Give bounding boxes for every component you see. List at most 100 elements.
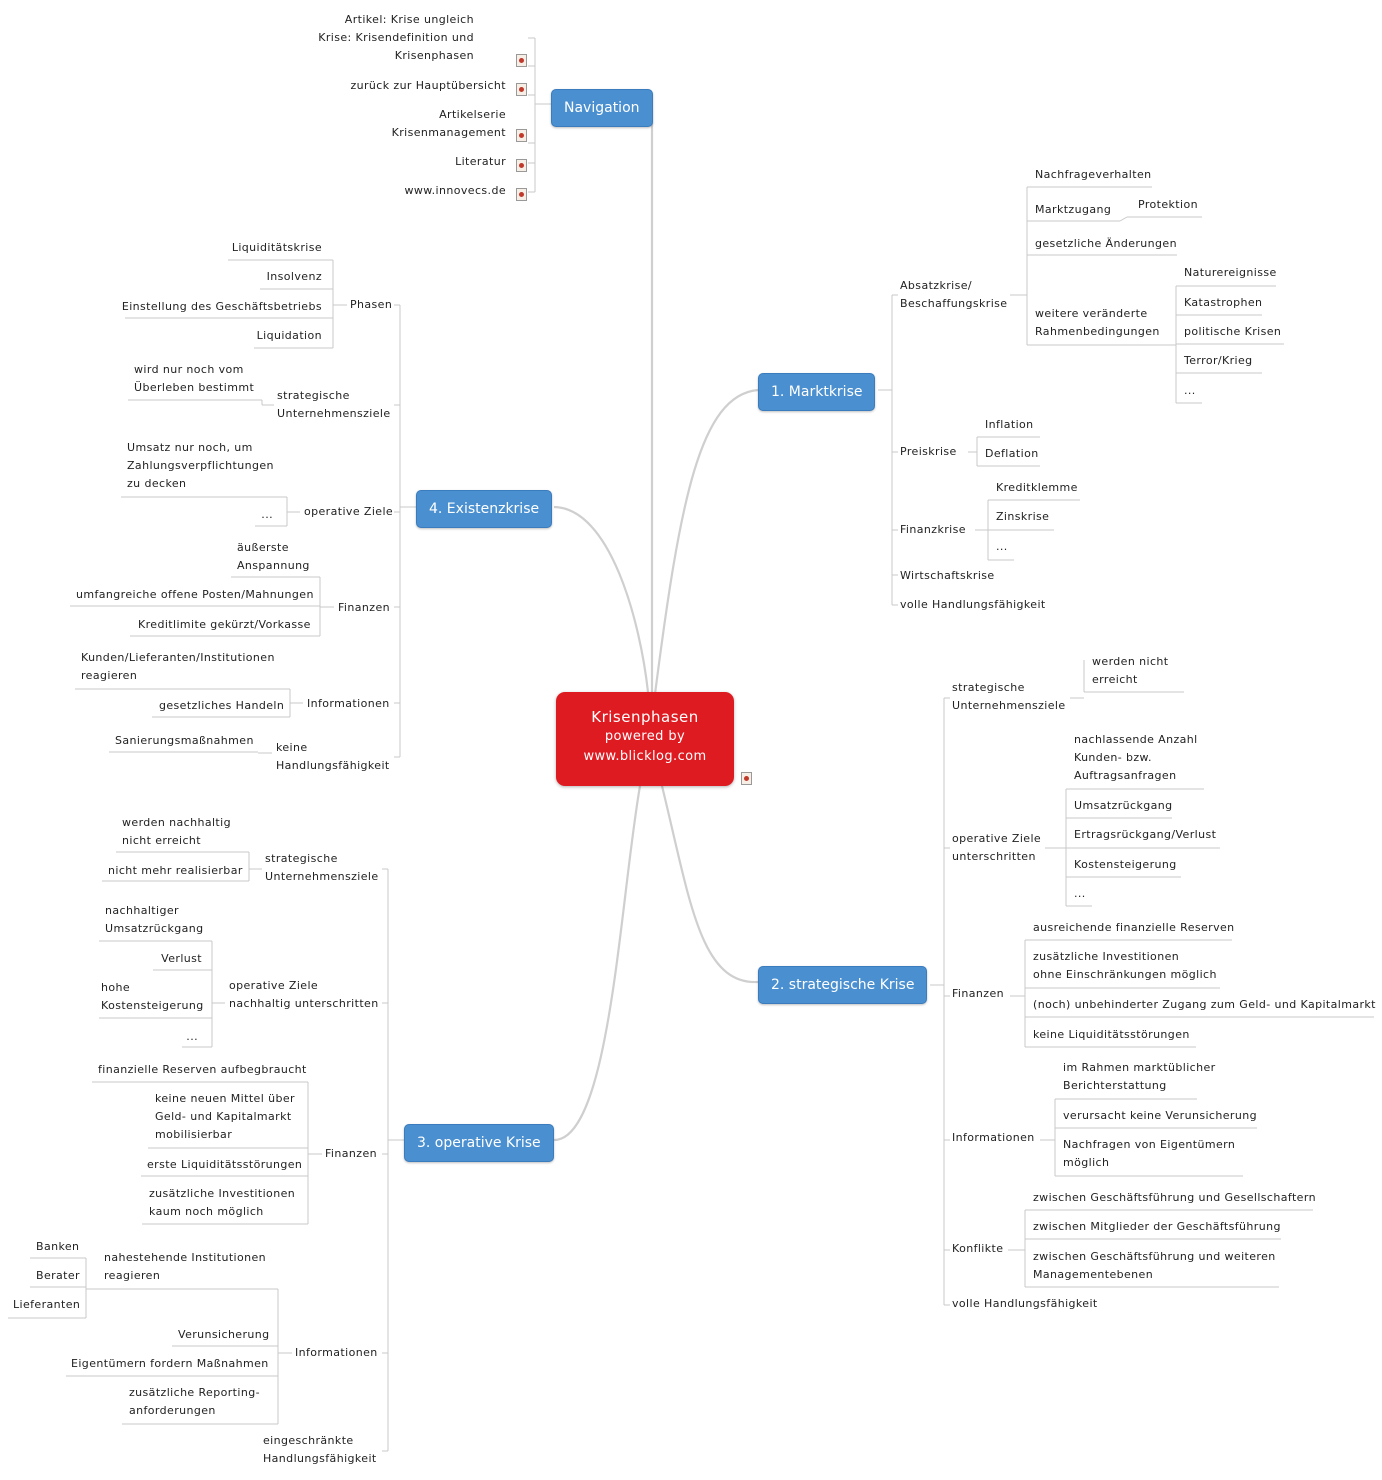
topic-liquidation[interactable]: Liquidation	[256, 329, 322, 342]
link-icon[interactable]	[516, 188, 527, 201]
nav-item-innovecs[interactable]: www.innovecs.de	[404, 184, 506, 197]
note-icon[interactable]	[741, 772, 752, 785]
topic-berater[interactable]: Berater	[36, 1269, 80, 1282]
topic-absatzkrise[interactable]: Absatzkrise/Beschaffungskrise	[900, 279, 1008, 310]
topic-keine-liquiditaetsstoerungen[interactable]: keine Liquiditätsstörungen	[1033, 1028, 1190, 1041]
topic-volle-handlungsfaehigkeit[interactable]: volle Handlungsfähigkeit	[900, 598, 1046, 611]
topic-zugang-kapitalmarkt[interactable]: (noch) unbehinderter Zugang zum Geld- un…	[1033, 998, 1376, 1011]
link-icon[interactable]	[516, 83, 527, 96]
branch-marktkrise[interactable]: 1. Marktkrise	[758, 373, 876, 411]
topic-phasen[interactable]: Phasen	[350, 298, 393, 311]
topic-verunsicherung[interactable]: Verunsicherung	[178, 1328, 270, 1341]
link-icon[interactable]	[516, 159, 527, 172]
topic-terror-krieg[interactable]: Terror/Krieg	[1184, 354, 1253, 367]
topic-finanzen[interactable]: Finanzen	[952, 987, 1004, 1000]
topic-op-finanzen[interactable]: Finanzen	[325, 1147, 377, 1160]
topic-marktzugang[interactable]: Marktzugang	[1035, 203, 1112, 216]
topic-ertragsrueckgang[interactable]: Ertragsrückgang/Verlust	[1074, 828, 1217, 841]
topic-finanzkrise[interactable]: Finanzkrise	[900, 523, 966, 536]
topic-operativ-more[interactable]: ...	[1074, 887, 1086, 900]
topic-keine-verunsicherung[interactable]: verursacht keine Verunsicherung	[1063, 1109, 1257, 1122]
topic-kostensteigerung[interactable]: Kostensteigerung	[1074, 858, 1177, 871]
topic-ex-finanzen[interactable]: Finanzen	[338, 601, 390, 614]
topic-finanz-more[interactable]: ...	[996, 540, 1008, 553]
topic-preiskrise[interactable]: Preiskrise	[900, 445, 957, 458]
branch-navigation[interactable]: Navigation	[551, 89, 653, 127]
branch-existenzkrise[interactable]: 4. Existenzkrise	[416, 490, 553, 528]
topic-op-informationen[interactable]: Informationen	[295, 1346, 378, 1359]
topic-einstellung-geschaeftsbetrieb[interactable]: Einstellung des Geschäftsbetriebs	[121, 300, 322, 313]
topic-gesetzliches-handeln[interactable]: gesetzliches Handeln	[159, 699, 285, 712]
topic-opziele-more[interactable]: ...	[186, 1030, 198, 1043]
topic-sanierungsmassnahmen[interactable]: Sanierungsmaßnahmen	[115, 734, 254, 747]
topic-nicht-realisierbar[interactable]: nicht mehr realisierbar	[108, 864, 243, 877]
topic-naturereignisse[interactable]: Naturereignisse	[1184, 266, 1277, 279]
topic-informationen[interactable]: Informationen	[952, 1131, 1035, 1144]
central-topic[interactable]: Krisenphasen powered by www.blicklog.com	[556, 692, 734, 786]
topic-ex-operative-ziele[interactable]: operative Ziele	[304, 505, 394, 518]
topic-gesetzliche-aenderungen[interactable]: gesetzliche Änderungen	[1035, 237, 1177, 250]
topic-strat-volle-handlungsfaehigkeit[interactable]: volle Handlungsfähigkeit	[952, 1297, 1098, 1310]
topic-nachfrageverhalten[interactable]: Nachfrageverhalten	[1035, 168, 1152, 181]
topic-verlust[interactable]: Verlust	[161, 952, 202, 965]
topic-liquiditaetskrise[interactable]: Liquiditätskrise	[231, 241, 322, 254]
topic-deflation[interactable]: Deflation	[985, 447, 1039, 460]
topic-umsatzrueckgang[interactable]: Umsatzrückgang	[1074, 799, 1173, 812]
topic-inflation[interactable]: Inflation	[985, 418, 1034, 431]
link-icon[interactable]	[516, 54, 527, 67]
topic-finanzielle-reserven[interactable]: ausreichende finanzielle Reserven	[1033, 921, 1235, 934]
topic-ex-informationen[interactable]: Informationen	[307, 697, 390, 710]
topic-insolvenz[interactable]: Insolvenz	[266, 270, 322, 283]
nav-item-hauptuebersicht[interactable]: zurück zur Hauptübersicht	[350, 79, 506, 92]
link-icon[interactable]	[516, 129, 527, 142]
topic-konflikt-gesellschafter[interactable]: zwischen Geschäftsführung und Gesellscha…	[1033, 1191, 1316, 1204]
topic-ex-opziele-more[interactable]: ...	[261, 508, 273, 521]
topic-banken[interactable]: Banken	[36, 1240, 80, 1253]
branch-strategische-krise[interactable]: 2. strategische Krise	[758, 966, 928, 1004]
topic-zinskrise[interactable]: Zinskrise	[996, 510, 1050, 523]
topic-wirtschaftskrise[interactable]: Wirtschaftskrise	[900, 569, 995, 582]
nav-item-literatur[interactable]: Literatur	[455, 155, 506, 168]
topic-kreditlimite[interactable]: Kreditlimite gekürzt/Vorkasse	[138, 618, 311, 631]
topic-katastrophen[interactable]: Katastrophen	[1184, 296, 1263, 309]
topic-offene-posten[interactable]: umfangreiche offene Posten/Mahnungen	[76, 588, 314, 601]
topic-reporting-anforderungen[interactable]: zusätzliche Reporting-anforderungen	[129, 1386, 260, 1417]
topic-politische-krisen[interactable]: politische Krisen	[1184, 325, 1282, 338]
topic-erste-liquiditaetsstoerungen[interactable]: erste Liquiditätsstörungen	[147, 1158, 303, 1171]
topic-protektion[interactable]: Protektion	[1138, 198, 1198, 211]
topic-konflikt-geschaeftsfuehrung[interactable]: zwischen Mitglieder der Geschäftsführung	[1033, 1220, 1281, 1233]
topic-konflikte[interactable]: Konflikte	[952, 1242, 1004, 1255]
topic-eigentuemer-massnahmen[interactable]: Eigentümern fordern Maßnahmen	[71, 1357, 269, 1370]
topic-lieferanten[interactable]: Lieferanten	[13, 1298, 81, 1311]
topic-kreditklemme[interactable]: Kreditklemme	[996, 481, 1078, 494]
topic-reserven-aufgebraucht[interactable]: finanzielle Reserven aufbegbraucht	[98, 1063, 307, 1076]
topic-rahmen-more[interactable]: ...	[1184, 384, 1196, 397]
branch-operative-krise[interactable]: 3. operative Krise	[404, 1124, 554, 1162]
